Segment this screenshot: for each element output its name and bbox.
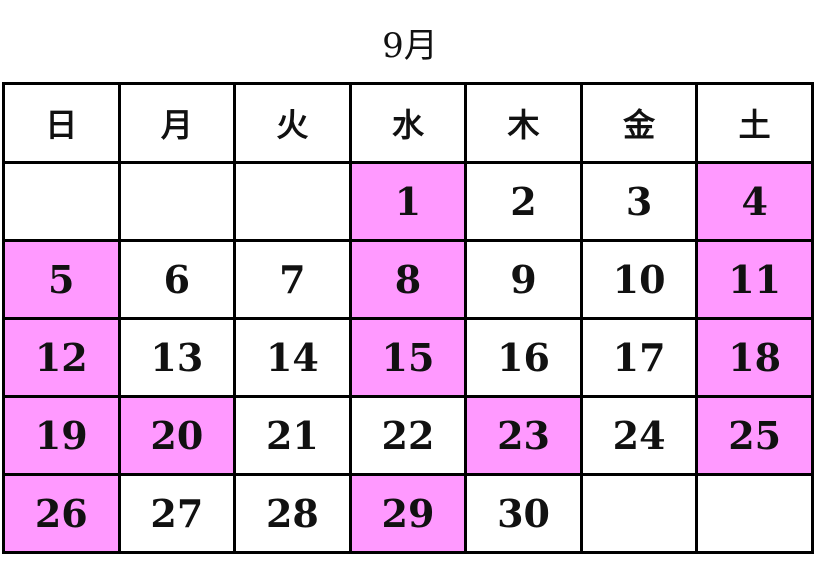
day-cell: 22 — [348, 395, 468, 476]
day-cell: 18 — [695, 317, 814, 398]
day-cell: 24 — [579, 395, 699, 476]
day-cell — [2, 161, 121, 242]
weekday-header-wed: 水 — [348, 82, 468, 164]
day-cell: 28 — [233, 473, 352, 554]
day-cell: 29 — [348, 473, 468, 554]
weekday-header-sun: 日 — [2, 82, 121, 164]
day-cell: 6 — [117, 239, 237, 320]
day-cell: 21 — [233, 395, 352, 476]
day-cell: 12 — [2, 317, 121, 398]
day-cell: 16 — [464, 317, 583, 398]
week-row: 19 20 21 22 23 24 25 — [2, 395, 814, 476]
day-cell: 10 — [579, 239, 699, 320]
day-cell: 19 — [2, 395, 121, 476]
day-cell: 26 — [2, 473, 121, 554]
day-cell: 1 — [348, 161, 468, 242]
week-row: 26 27 28 29 30 — [2, 473, 814, 554]
weekday-header-sat: 土 — [695, 82, 814, 164]
weekday-header-fri: 金 — [579, 82, 699, 164]
calendar-month-title: 9月 — [382, 26, 438, 66]
day-cell: 3 — [579, 161, 699, 242]
day-cell: 2 — [464, 161, 583, 242]
day-cell: 8 — [348, 239, 468, 320]
day-cell — [233, 161, 352, 242]
day-cell: 7 — [233, 239, 352, 320]
day-cell: 11 — [695, 239, 814, 320]
day-cell: 30 — [464, 473, 583, 554]
week-row: 5 6 7 8 9 10 11 — [2, 239, 814, 320]
day-cell — [695, 473, 814, 554]
day-cell: 13 — [117, 317, 237, 398]
day-cell: 4 — [695, 161, 814, 242]
week-row: 12 13 14 15 16 17 18 — [2, 317, 814, 398]
weekday-header-thu: 木 — [464, 82, 583, 164]
day-cell — [117, 161, 237, 242]
calendar-grid: 日 月 火 水 木 金 土 1 2 3 4 5 6 7 8 9 10 11 — [2, 82, 814, 554]
day-cell: 15 — [348, 317, 468, 398]
day-cell: 20 — [117, 395, 237, 476]
day-cell: 14 — [233, 317, 352, 398]
day-cell — [579, 473, 699, 554]
day-cell: 25 — [695, 395, 814, 476]
day-cell: 5 — [2, 239, 121, 320]
day-cell: 27 — [117, 473, 237, 554]
weekday-header-mon: 月 — [117, 82, 237, 164]
day-cell: 23 — [464, 395, 583, 476]
weekday-header-row: 日 月 火 水 木 金 土 — [2, 82, 814, 164]
day-cell: 9 — [464, 239, 583, 320]
weekday-header-tue: 火 — [233, 82, 352, 164]
day-cell: 17 — [579, 317, 699, 398]
week-row: 1 2 3 4 — [2, 161, 814, 242]
